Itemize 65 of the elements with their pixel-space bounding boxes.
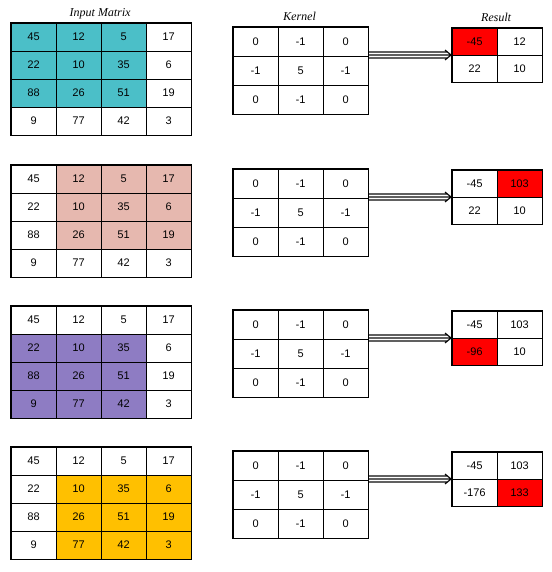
matrix-value: 35 — [100, 474, 146, 504]
matrix-value: 26 — [56, 502, 102, 532]
matrix-value: 51 — [100, 220, 146, 250]
matrix-value: 10 — [56, 192, 102, 222]
matrix-value: 35 — [100, 192, 146, 222]
matrix-value: 133 — [496, 478, 542, 506]
matrix-value: 6 — [146, 192, 192, 222]
matrix-value: 103 — [496, 170, 542, 198]
matrix-value: 88 — [10, 78, 56, 108]
matrix-grid — [10, 22, 192, 136]
matrix-value: 42 — [100, 390, 146, 418]
matrix-value: 22 — [10, 334, 56, 362]
matrix-value: 42 — [100, 530, 146, 560]
matrix-value: 51 — [100, 502, 146, 532]
matrix-grid — [232, 168, 369, 257]
matrix-value: -45 — [452, 28, 498, 56]
matrix-grid — [451, 310, 543, 366]
matrix-value: 88 — [10, 362, 56, 390]
double-arrow — [368, 332, 452, 344]
matrix-value: 26 — [56, 220, 102, 250]
matrix-value: 0 — [232, 450, 278, 480]
matrix-grid — [10, 446, 192, 560]
matrix-value: 0 — [232, 168, 278, 198]
matrix-grid — [232, 26, 369, 115]
double-arrow — [368, 191, 452, 203]
matrix-grid — [451, 169, 543, 225]
matrix-value: 77 — [56, 390, 102, 418]
matrix-value: 35 — [100, 50, 146, 80]
matrix-value: 0 — [232, 26, 278, 56]
matrix-value: 9 — [10, 390, 56, 418]
matrix-value: 26 — [56, 362, 102, 390]
matrix-grid — [10, 305, 192, 419]
matrix-grid — [232, 309, 369, 398]
matrix-value: -96 — [452, 338, 498, 366]
matrix-value: 51 — [100, 78, 146, 108]
matrix-value: 10 — [56, 334, 102, 362]
matrix-value: 35 — [100, 334, 146, 362]
matrix-value: 19 — [146, 220, 192, 250]
column-heading: Kernel — [282, 9, 317, 24]
matrix-value: -45 — [452, 452, 498, 480]
matrix-value: 3 — [146, 530, 192, 560]
matrix-grid — [451, 451, 543, 507]
matrix-value: 45 — [10, 446, 56, 476]
matrix-value: 5 — [100, 164, 146, 194]
matrix-value: 6 — [146, 474, 192, 504]
matrix-value: 19 — [146, 502, 192, 532]
double-arrow — [368, 473, 452, 485]
matrix-value: 45 — [10, 22, 56, 52]
matrix-value: 5 — [100, 22, 146, 52]
column-heading: Input Matrix — [68, 5, 132, 20]
matrix-value: 12 — [56, 22, 102, 52]
matrix-value: 0 — [232, 310, 278, 340]
column-heading: Result — [480, 10, 512, 25]
matrix-value: 22 — [10, 50, 56, 80]
matrix-grid — [451, 27, 543, 83]
matrix-value: 10 — [56, 50, 102, 80]
matrix-value: 77 — [56, 530, 102, 560]
matrix-grid — [232, 450, 369, 539]
matrix-value: 12 — [56, 164, 102, 194]
double-arrow — [368, 49, 452, 61]
matrix-grid — [10, 164, 192, 278]
matrix-value: 10 — [56, 474, 102, 504]
matrix-value: 17 — [146, 164, 192, 194]
matrix-value: 51 — [100, 362, 146, 390]
matrix-value: 26 — [56, 78, 102, 108]
